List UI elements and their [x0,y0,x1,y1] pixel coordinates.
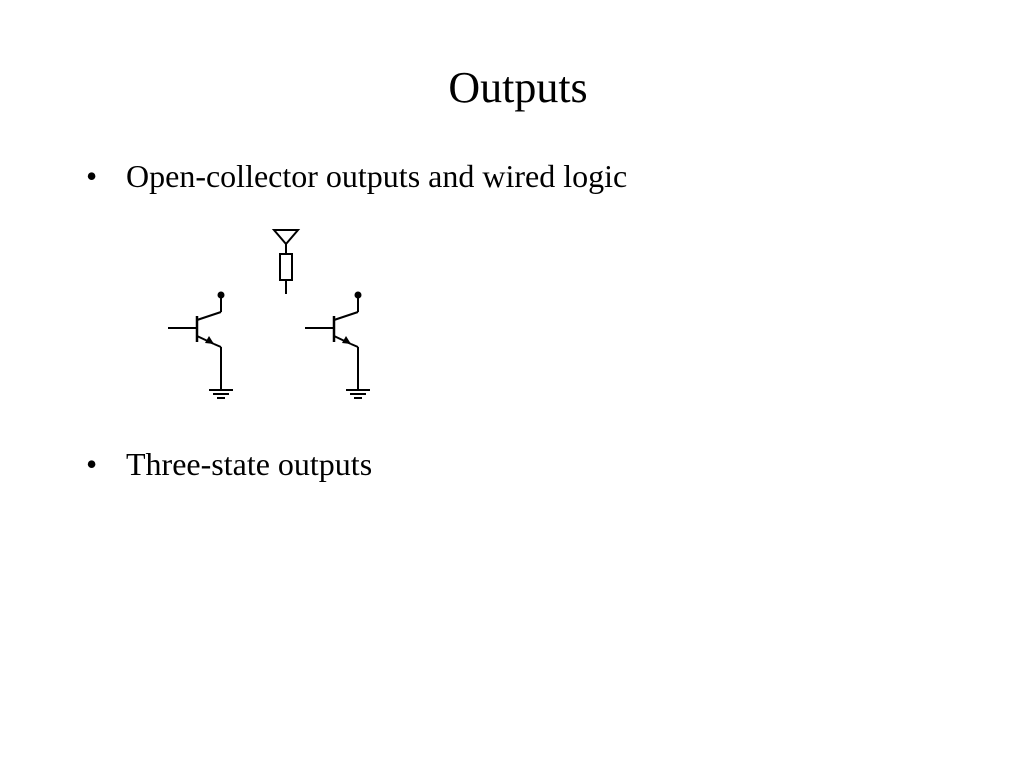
bullet-item-three-state: • Three-state outputs [86,444,372,484]
ground-icon [346,389,370,399]
bullet-dot: • [86,446,98,482]
slide-title: Outputs [448,63,588,112]
npn-transistor-right [305,291,370,399]
npn-transistor-left [168,291,233,399]
vcc-supply-icon [271,229,301,246]
bullet-text: Three-state outputs [126,446,373,482]
ground-icon [209,389,233,399]
pull-up-resistor [271,229,301,294]
bullet-item-open-collector: • Open-collector outputs and wired logic [86,156,627,196]
bullet-text: Open-collector outputs and wired logic [126,158,628,194]
bullet-dot: • [86,158,98,194]
